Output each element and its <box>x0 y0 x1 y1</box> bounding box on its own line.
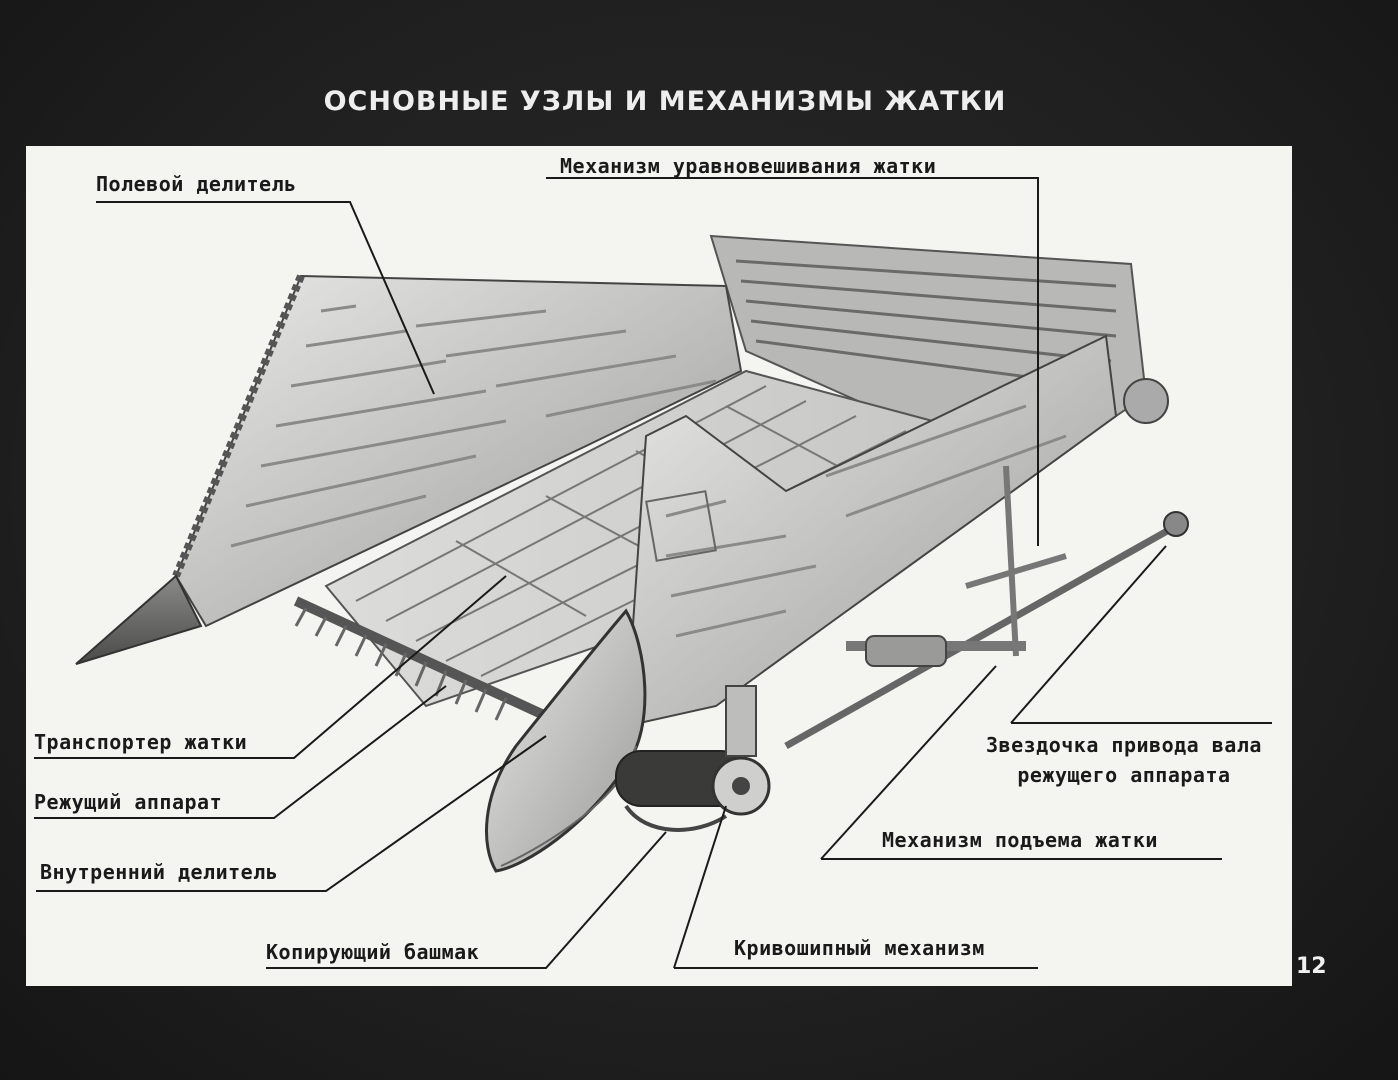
field-divider-nose <box>75 574 203 665</box>
leader-sprocket-up <box>1010 545 1167 724</box>
leader-lifting-up <box>820 665 997 860</box>
lifting-mechanism <box>784 378 1189 750</box>
label-drive-sprocket-line1: Звездочка привода вала <box>986 733 1262 757</box>
cutter-bar <box>293 596 549 721</box>
leader-cutting <box>34 685 447 819</box>
leader-lines <box>34 177 1272 969</box>
crank-assembly <box>615 685 771 832</box>
diagram-panel: Полевой делитель Механизм уравновешивани… <box>26 146 1292 986</box>
header-machine-illustration <box>34 177 1272 969</box>
leader-balancing <box>546 177 1039 546</box>
right-side-wall <box>624 334 1118 728</box>
leader-inner-divider <box>36 735 547 892</box>
label-lifting-mechanism: Механизм подъема жатки <box>882 828 1158 852</box>
leader-crank-up <box>673 805 727 969</box>
label-cutting-apparatus: Режущий аппарат <box>34 790 223 814</box>
slide-title: ОСНОВНЫЕ УЗЛЫ И МЕХАНИЗМЫ ЖАТКИ <box>323 86 1007 117</box>
page-number: 12 <box>1296 954 1327 979</box>
leader-field-divider <box>96 201 435 395</box>
label-header-conveyor: Транспортер жатки <box>34 730 248 754</box>
label-balancing-mechanism: Механизм уравновешивания жатки <box>560 154 937 178</box>
label-crank-mechanism: Кривошипный механизм <box>734 936 985 960</box>
label-drive-sprocket-line2: режущего аппарата <box>1017 763 1231 787</box>
leader-conveyor <box>34 575 507 759</box>
label-inner-divider: Внутренний делитель <box>40 860 279 884</box>
label-copying-shoe: Копирующий башмак <box>266 940 480 964</box>
leader-copying-shoe <box>266 831 667 969</box>
label-drive-sprocket: Звездочка привода вала режущего аппарата <box>986 730 1262 790</box>
label-field-divider: Полевой делитель <box>96 172 297 196</box>
